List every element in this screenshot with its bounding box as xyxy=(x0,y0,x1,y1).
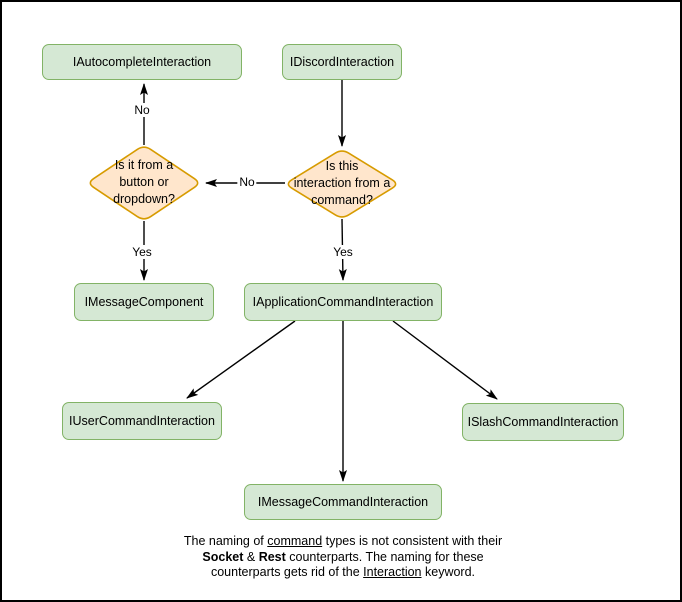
footnote-text: & xyxy=(243,549,259,564)
node-label: IDiscordInteraction xyxy=(289,54,395,69)
footnote-line-2: Socket & Rest counterparts. The naming f… xyxy=(152,550,534,566)
edge-label-yes-message-component: Yes xyxy=(130,245,154,259)
footnote-underlined-command: command xyxy=(267,534,323,548)
footnote-bold-socket: Socket xyxy=(202,549,244,564)
footnote-text: The naming of xyxy=(183,534,268,548)
footnote-text: keyword. xyxy=(421,565,476,579)
node-label: IMessageCommandInteraction xyxy=(257,494,429,509)
footnote-bold-rest: Rest xyxy=(258,549,286,564)
footnote-line-1: The naming of command types is not consi… xyxy=(152,534,534,550)
node-label: IAutocompleteInteraction xyxy=(72,54,212,69)
decision-component-text: Is it from a button or dropdown? xyxy=(113,158,175,206)
footnote: The naming of command types is not consi… xyxy=(152,534,534,581)
footnote-text: types is not consistent with their xyxy=(322,534,503,548)
node-label: IUserCommandInteraction xyxy=(69,413,215,428)
node-label: IApplicationCommandInteraction xyxy=(252,294,434,309)
node-imessagecomponent: IMessageComponent xyxy=(74,283,214,321)
footnote-underlined-interaction: Interaction xyxy=(363,565,422,579)
edge-label-no-autocomplete: No xyxy=(132,103,152,117)
edge-application-to-user-command xyxy=(186,320,296,399)
decision-command-text: Is this interaction from a command? xyxy=(293,159,391,207)
node-label: ISlashCommandInteraction xyxy=(467,414,619,429)
decision-component-shape xyxy=(89,146,199,220)
footnote-text: counterparts gets rid of the xyxy=(210,565,364,579)
node-iautocompleteinteraction: IAutocompleteInteraction xyxy=(42,44,242,80)
node-iusercommandinteraction: IUserCommandInteraction xyxy=(62,402,222,440)
footnote-line-3: counterparts gets rid of the Interaction… xyxy=(152,565,534,581)
node-idiscordinteraction: IDiscordInteraction xyxy=(282,44,402,80)
node-imessagecommandinteraction: IMessageCommandInteraction xyxy=(244,484,442,520)
edge-label-no-between-decisions: No xyxy=(237,175,257,189)
node-islashcommandinteraction: ISlashCommandInteraction xyxy=(462,403,624,441)
footnote-text: counterparts. The naming for these xyxy=(285,549,484,564)
node-label: IMessageComponent xyxy=(84,294,204,309)
edge-application-to-slash-command xyxy=(392,320,498,400)
node-iapplicationcommandinteraction: IApplicationCommandInteraction xyxy=(244,283,442,321)
decision-command-shape xyxy=(287,150,397,218)
edge-label-yes-application-command: Yes xyxy=(331,245,355,259)
